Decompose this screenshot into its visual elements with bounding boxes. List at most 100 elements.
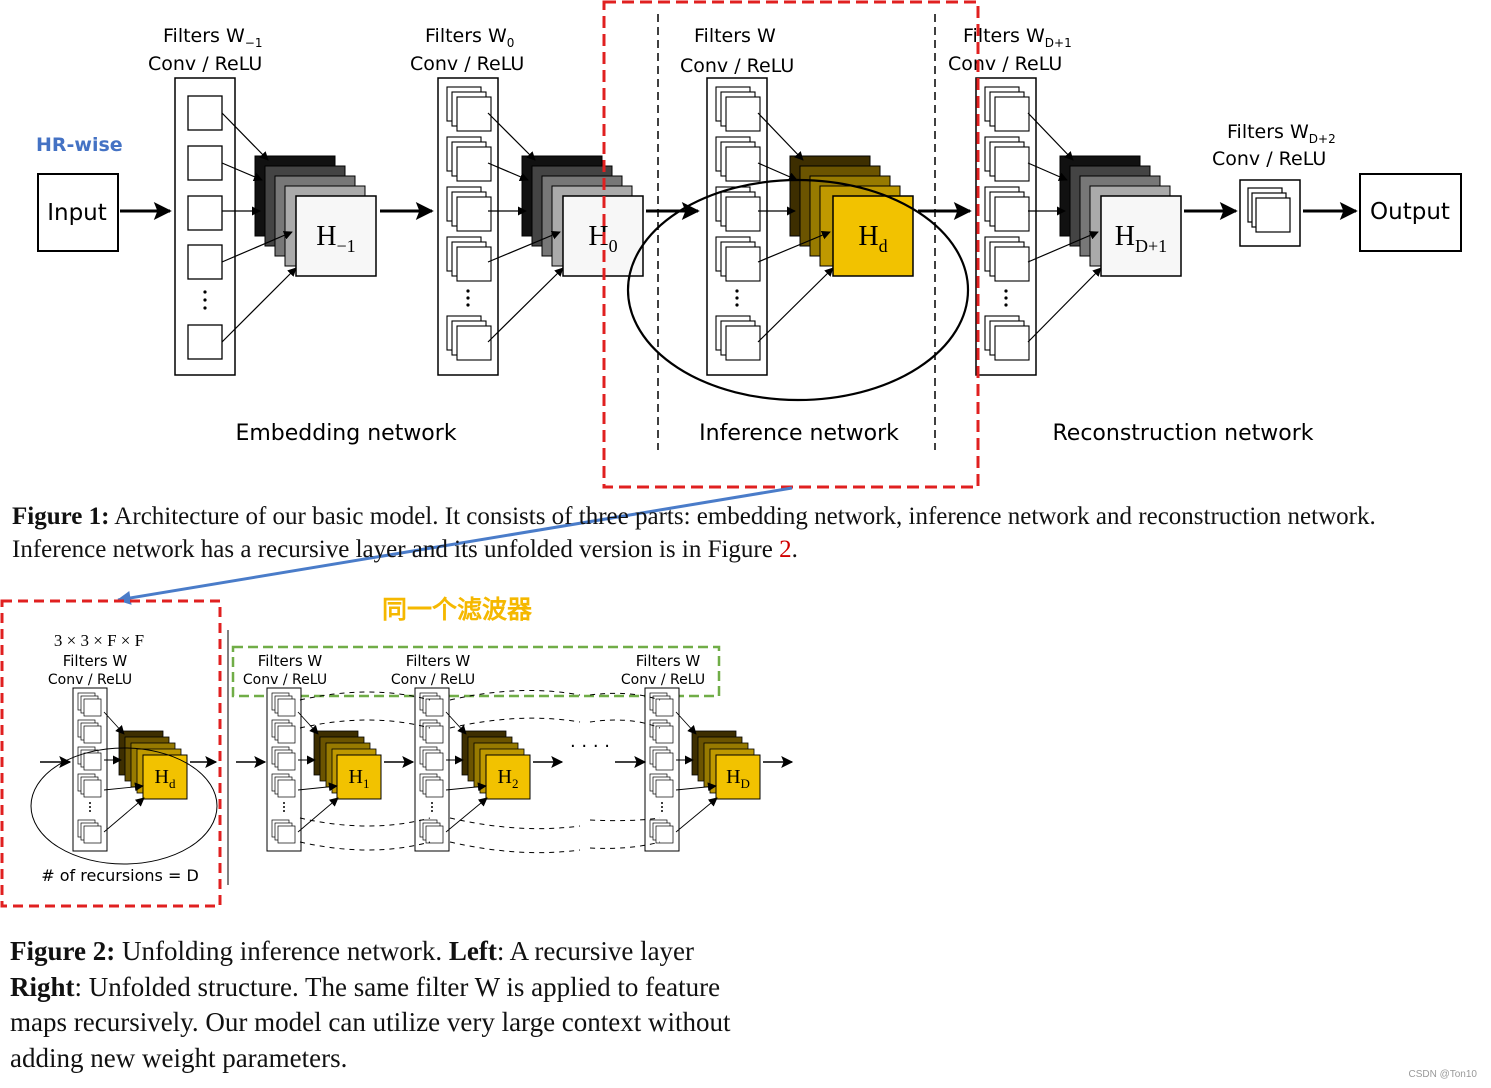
ellipsis-dot	[466, 289, 470, 293]
svg-text:Conv / ReLU: Conv / ReLU	[410, 53, 524, 75]
filter-bank-embedding-2	[437, 77, 499, 376]
filter-kernel	[83, 779, 102, 798]
feature-map-h0: H0	[521, 155, 644, 277]
svg-text:H−1: H−1	[316, 221, 355, 256]
unfolded-conv-label-1: Conv / ReLU	[243, 672, 327, 688]
filter-kernel	[655, 779, 674, 798]
filter-kernel	[277, 698, 296, 717]
output-node: Output	[1359, 173, 1462, 252]
filters-label-w-d-plus2: Filters WD+2 Conv / ReLU	[1212, 121, 1336, 170]
input-node: Input	[37, 173, 119, 252]
ellipsis-dot	[89, 802, 91, 804]
unfolded-feature-map-h1: H1	[313, 730, 382, 800]
svg-text:Conv / ReLU: Conv / ReLU	[948, 53, 1062, 75]
filter-kernel	[83, 825, 102, 844]
filter-kernel	[277, 779, 296, 798]
filter-kernel	[994, 196, 1030, 232]
filter-kernel	[725, 96, 761, 132]
ellipsis-dot	[735, 289, 739, 293]
unfolded-feature-map-h2: H2	[461, 730, 531, 800]
figure1-caption-line2: Inference network has a recursive layer …	[12, 536, 780, 563]
figure-2: 同一个滤波器 3 × 3 × F × F Filters W Conv / Re…	[0, 595, 794, 908]
unfolded-filter-bank-2	[414, 687, 450, 852]
unfolded-filter-bank-3	[644, 687, 680, 852]
feature-map-h-d-plus1: HD+1	[1059, 155, 1182, 277]
figure1-caption-period: .	[791, 536, 798, 563]
filter-kernel	[456, 196, 492, 232]
inference-network-label: Inference network	[699, 421, 899, 446]
left-recursion-loop	[30, 747, 218, 865]
input-label: Input	[47, 200, 107, 226]
ellipsis-dot	[431, 806, 433, 808]
ellipsis-dot	[661, 802, 663, 804]
filter-kernel	[655, 825, 674, 844]
filters-label-w0: Filters W0 Conv / ReLU	[410, 25, 524, 75]
svg-text:H0: H0	[588, 221, 617, 256]
filters-label-w-minus1: Filters W−1 Conv / ReLU	[148, 25, 262, 75]
unfolded-filter-bank-1	[266, 687, 302, 852]
same-filter-annotation: 同一个滤波器	[382, 595, 533, 624]
filter-kernel	[456, 96, 492, 132]
same-filter-highlight-box	[231, 645, 721, 698]
filter-kernel	[725, 196, 761, 232]
filter-kernel	[83, 725, 102, 744]
filter-kernel	[725, 325, 761, 361]
filter-kernel	[994, 325, 1030, 361]
svg-text:Filters W: Filters W	[694, 25, 776, 47]
filter-kernel	[83, 698, 102, 717]
unfolded-ellipsis: · · · ·	[570, 736, 610, 757]
svg-text:Filters WD+1: Filters WD+1	[963, 25, 1072, 50]
svg-text:Hd: Hd	[858, 221, 887, 256]
unfolded-conv-label-2: Conv / ReLU	[391, 672, 475, 688]
unfolded-feature-map-hd: HD	[691, 730, 761, 800]
ellipsis-dot	[735, 303, 739, 307]
figure2-caption-label: Figure 2:	[10, 936, 116, 966]
svg-text:H2: H2	[498, 766, 519, 791]
output-label: Output	[1370, 199, 1450, 225]
filter-kernel	[277, 825, 296, 844]
filter-kernel	[994, 146, 1030, 182]
filters-label-w-d-plus1: Filters WD+1 Conv / ReLU	[948, 25, 1072, 75]
filter-kernel	[83, 752, 102, 771]
filter-kernel	[456, 325, 492, 361]
filter-kernel	[425, 779, 444, 798]
left-feature-map-hd: Hd	[118, 730, 188, 800]
watermark: CSDN @Ton10	[1408, 1069, 1477, 1080]
ellipsis-dot	[661, 810, 663, 812]
filter-kernel	[425, 752, 444, 771]
figure2-reference-link[interactable]: 2	[779, 536, 792, 563]
filter-kernel	[994, 246, 1030, 282]
figure2-caption: Figure 2: Unfolding inference network. L…	[10, 938, 790, 1080]
filter-bank-reconstruction	[975, 77, 1037, 376]
unfolded-conv-label-3: Conv / ReLU	[621, 672, 705, 688]
filter-kernel	[725, 246, 761, 282]
left-connections	[103, 711, 145, 833]
ellipsis-dot	[1004, 289, 1008, 293]
filter-bank-inference	[706, 77, 768, 376]
filter-kernel	[277, 725, 296, 744]
filter-kernel	[456, 246, 492, 282]
ellipsis-dot	[283, 802, 285, 804]
connections-embedding-2	[487, 112, 564, 343]
filters-label-w: Filters W Conv / ReLU	[680, 25, 794, 77]
recursion-loop	[626, 178, 970, 402]
unfolded-filters-label-3: Filters W	[636, 652, 701, 670]
filter-kernel	[655, 752, 674, 771]
figure1-caption: Figure 1: Architecture of our basic mode…	[12, 504, 1491, 570]
figure2-caption-left: Left	[448, 936, 497, 966]
ellipsis-dot	[431, 802, 433, 804]
filter-kernel	[725, 146, 761, 182]
svg-text:HD+1: HD+1	[1115, 221, 1167, 256]
figure2-caption-right-desc: : Unfolded structure. The same filter W …	[74, 971, 721, 1002]
svg-text:Conv / ReLU: Conv / ReLU	[148, 53, 262, 75]
filter-kernel	[277, 752, 296, 771]
svg-text:HD: HD	[726, 766, 750, 791]
filter-kernel	[425, 698, 444, 717]
link-arrow-to-figure2	[116, 486, 793, 605]
left-filters-label: Filters W	[63, 652, 128, 670]
unfolded-shared-weight-curves	[299, 690, 661, 854]
ellipsis-dot	[661, 806, 663, 808]
unfolded-filters-label-2: Filters W	[406, 652, 471, 670]
svg-text:Filters W−1: Filters W−1	[163, 25, 262, 50]
